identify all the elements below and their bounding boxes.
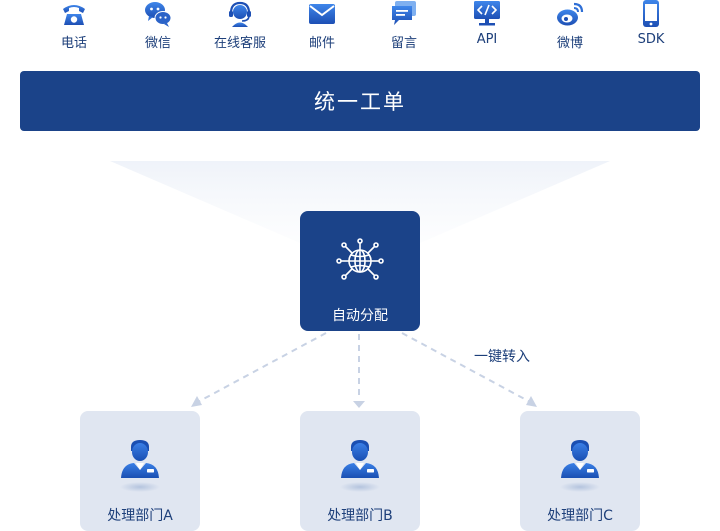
channel-label: SDK — [637, 32, 665, 47]
department-label: 处理部门A — [107, 508, 173, 524]
arrowhead-a — [191, 396, 202, 407]
auto-distribution-hub[interactable]: 自动分配 — [300, 211, 420, 331]
globe-network-icon — [336, 238, 384, 280]
arrow-to-dept-a — [195, 332, 327, 404]
agent-icon — [340, 440, 380, 492]
arrow-to-dept-c — [401, 332, 533, 404]
hub-label: 自动分配 — [332, 308, 388, 324]
channel-label: 在线客服 — [213, 36, 266, 51]
unified-ticket-banner: 统一工单 — [20, 71, 700, 131]
online-service-icon — [229, 1, 251, 27]
arrowhead-c — [526, 396, 537, 407]
sdk-icon — [643, 0, 659, 27]
message-icon — [392, 1, 416, 25]
agent-icon — [560, 440, 600, 492]
department-a[interactable]: 处理部门A — [80, 411, 200, 531]
phone-icon — [63, 5, 85, 25]
department-b[interactable]: 处理部门B — [300, 411, 420, 531]
channel-label: API — [476, 32, 498, 47]
mail-icon — [309, 4, 335, 24]
department-c[interactable]: 处理部门C — [520, 411, 640, 531]
banner-title: 统一工单 — [314, 90, 406, 114]
channel-label: 微博 — [556, 36, 583, 51]
department-label: 处理部门C — [547, 508, 613, 524]
api-icon — [474, 1, 500, 26]
funnel-beam — [110, 161, 610, 243]
weibo-icon — [557, 2, 584, 26]
arrowhead-b — [353, 401, 365, 408]
channel-label: 留言 — [390, 36, 417, 51]
wechat-icon — [145, 2, 172, 27]
department-label: 处理部门B — [327, 508, 393, 524]
one-click-transfer-label: 一键转入 — [474, 349, 530, 365]
channel-label: 电话 — [60, 36, 87, 51]
agent-icon — [120, 440, 160, 492]
channel-label: 邮件 — [308, 36, 335, 51]
channel-label: 微信 — [144, 36, 171, 51]
